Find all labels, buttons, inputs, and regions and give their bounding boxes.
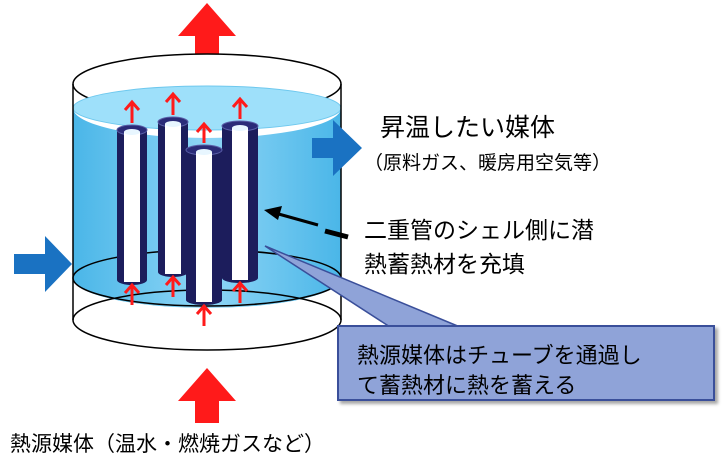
callout-box [337,325,715,401]
small-up-arrow-icon [195,303,213,326]
tube-2 [157,116,189,277]
inlet-up-arrow-icon [178,368,236,423]
inlet-blue-arrow-icon [14,236,72,292]
small-up-arrow-icon [195,121,213,143]
tube-3 [185,144,223,305]
target-medium-examples: （原料ガス、暖房用空気等） [364,152,612,174]
heat-source-label: 熱源媒体（温水・燃焼ガスなど） [10,432,325,456]
tube-1 [116,124,148,285]
double-tubes [116,116,259,305]
callout-text-line1: 熱源媒体はチューブを通過し [357,344,642,369]
flow-arrows [123,91,249,326]
tube-4 [221,120,259,283]
pointer-arrow-icon [264,206,349,240]
small-up-arrow-icon [123,99,141,123]
outlet-blue-arrow-icon [312,120,362,176]
outlet-up-arrow-icon [178,3,236,76]
callout-text-line2: て蓄熱材に熱を蓄える [357,374,577,399]
small-up-arrow-icon [231,96,249,119]
small-up-arrow-icon [123,282,141,305]
target-medium-label: 昇温したい媒体 [380,113,556,142]
small-up-arrow-icon [164,91,182,115]
liquid-surface [72,85,342,131]
pcm-label-line1: 二重管のシェル側に潜 [364,218,594,244]
small-up-arrow-icon [231,280,249,303]
pcm-label-line2: 熱蓄熱材を充填 [364,252,525,278]
small-up-arrow-icon [164,274,182,297]
